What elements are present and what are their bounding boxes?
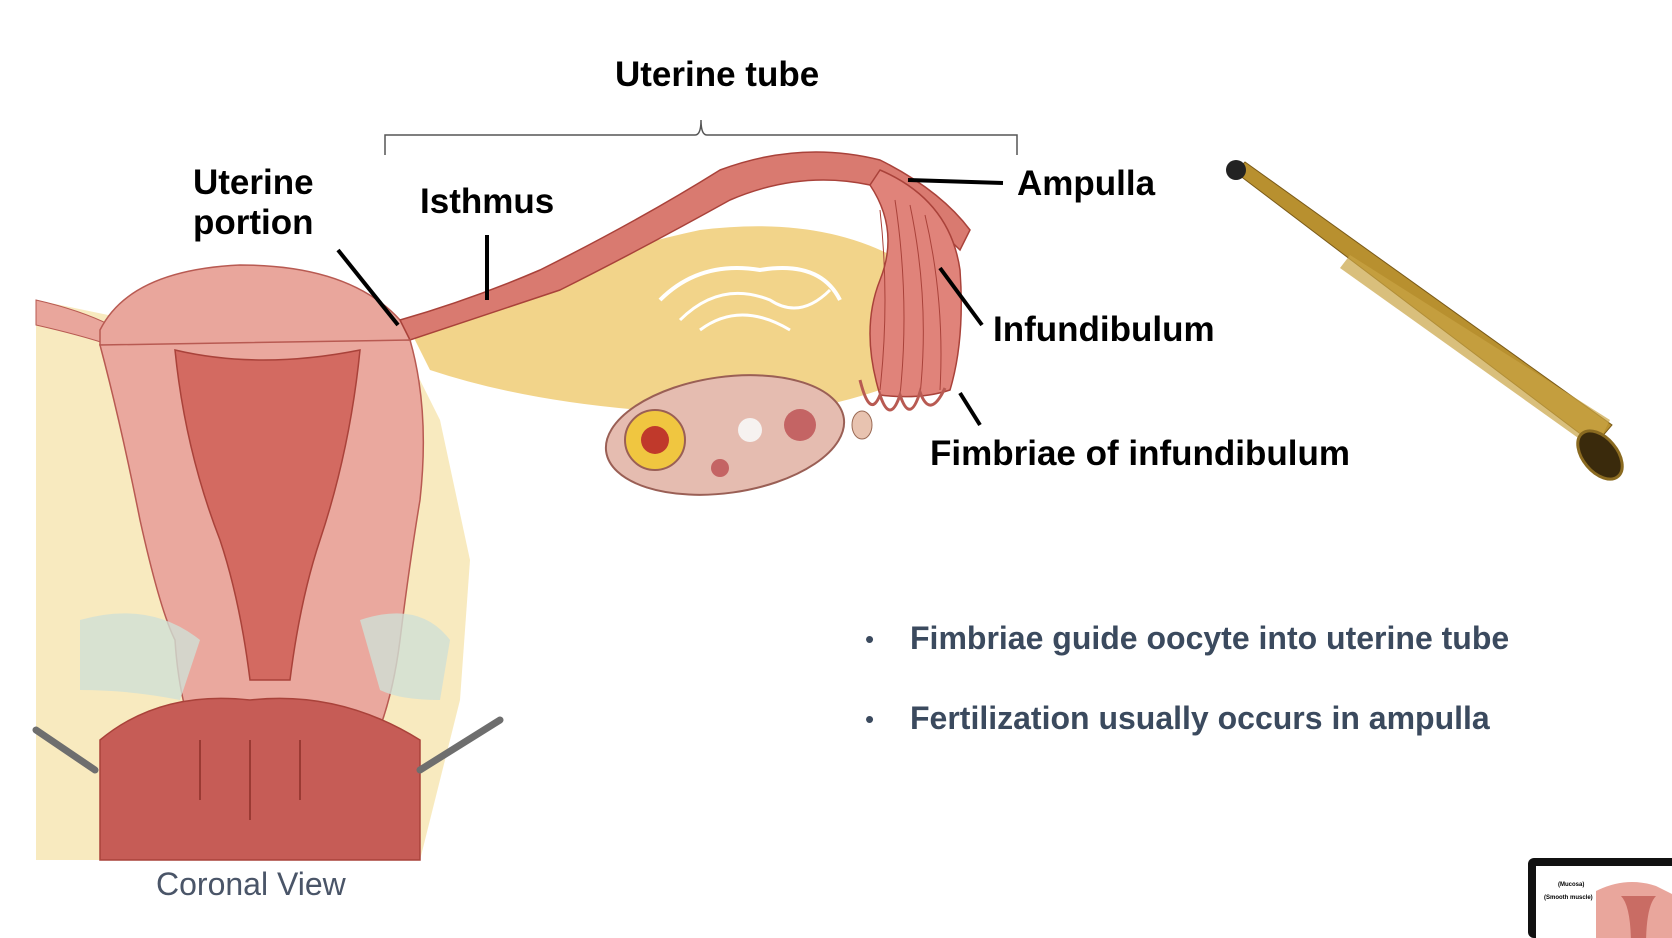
left-retractor [32, 726, 99, 774]
cervix [99, 697, 421, 861]
bullet-icon: • [865, 624, 875, 654]
uterine-tube [398, 151, 971, 341]
bullet-text: Fimbriae guide oocyte into uterine tube [910, 620, 1510, 656]
right-retractor [416, 716, 504, 774]
leader-uterine-portion [336, 248, 400, 327]
label-isthmus: Isthmus [420, 182, 555, 221]
slide-thumbnail[interactable]: (Mucosa) (Smooth muscle) [1528, 858, 1672, 938]
label-infundibulum: Infundibulum [993, 310, 1215, 349]
uterine-cavity [174, 349, 361, 681]
label-uterine-portion-line1: Uterine [193, 163, 314, 202]
uterine-tube-brace [384, 119, 1018, 155]
leader-infundibulum [938, 266, 984, 327]
uterine-fundus [99, 264, 412, 350]
thumbnail-label-mucosa: (Mucosa) [1558, 882, 1585, 888]
label-uterine-portion-line2: portion [193, 203, 314, 242]
leader-ampulla [907, 178, 1004, 185]
broad-ligament [410, 226, 907, 417]
infundibulum [869, 169, 962, 398]
thumbnail-uterus-icon [1596, 882, 1672, 938]
bullet-icon: • [865, 704, 875, 734]
leader-fimbriae [958, 391, 982, 427]
label-fimbriae: Fimbriae of infundibulum [930, 434, 1350, 473]
label-ampulla: Ampulla [1017, 164, 1156, 203]
uterine-tube-title: Uterine tube [615, 55, 820, 94]
thumbnail-label-smooth-muscle: (Smooth muscle) [1544, 895, 1593, 901]
trumpet-illustration [1226, 160, 1624, 481]
bullet-text: Fertilization usually occurs in ampulla [910, 700, 1490, 736]
slide-thumbnail-content: (Mucosa) (Smooth muscle) [1536, 866, 1672, 938]
caption-coronal-view: Coronal View [156, 866, 346, 902]
